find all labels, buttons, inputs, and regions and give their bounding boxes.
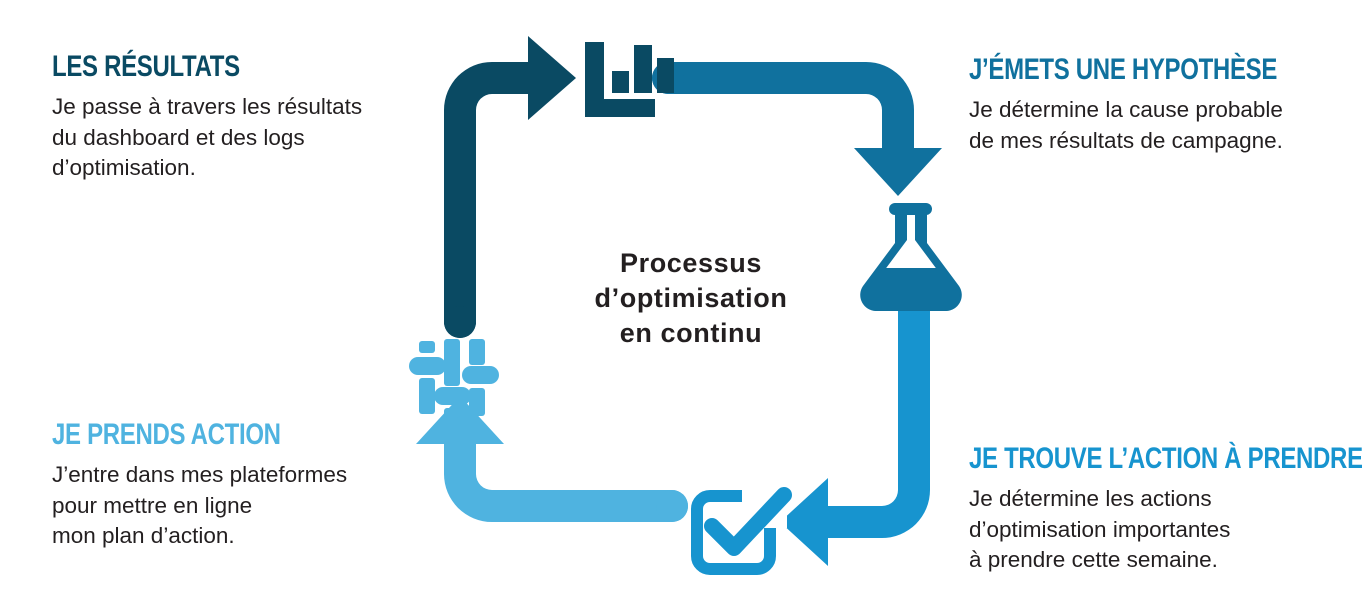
checkbox-check-icon (691, 487, 792, 575)
arrow-right-down (652, 62, 942, 196)
step-block-results: LES RÉSULTATS Je passe à travers les rés… (52, 52, 452, 184)
step-block-find-action: JE TROUVE L’ACTION À PRENDRE Je détermin… (969, 444, 1362, 576)
step-body-results: Je passe à travers les résultats du dash… (52, 94, 363, 181)
sliders-icon (409, 339, 499, 418)
step-body-hypothesis: Je détermine la cause probable de mes ré… (969, 97, 1283, 153)
center-title: Processus d’optimisation en continu (594, 248, 788, 349)
step-heading-take-action: JE PRENDS ACTION (52, 418, 281, 451)
step-block-take-action: JE PRENDS ACTION J’entre dans mes platef… (52, 420, 452, 552)
step-body-take-action: J’entre dans mes plateformes pour mettre… (52, 462, 348, 549)
step-block-hypothesis: J’ÉMETS UNE HYPOTHÈSE Je détermine la ca… (969, 55, 1362, 156)
arrow-left-up (416, 396, 688, 522)
step-heading-results: LES RÉSULTATS (52, 50, 240, 83)
step-heading-find-action: JE TROUVE L’ACTION À PRENDRE (969, 442, 1362, 475)
step-heading-hypothesis: J’ÉMETS UNE HYPOTHÈSE (969, 53, 1278, 86)
step-body-find-action: Je détermine les actions d’optimisation … (969, 486, 1231, 573)
arrow-up-right (444, 36, 576, 338)
bar-chart-icon (585, 42, 674, 117)
flask-icon (860, 203, 962, 311)
